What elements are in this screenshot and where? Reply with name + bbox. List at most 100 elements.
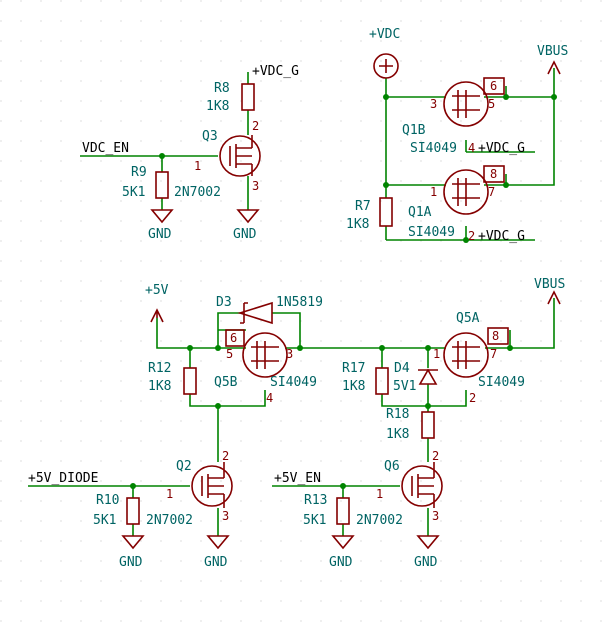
mosfet-q3[interactable] — [219, 135, 261, 177]
diode-d3[interactable] — [237, 301, 273, 325]
gnd-r13-symbol — [331, 535, 355, 550]
resistor-r13[interactable] — [336, 497, 350, 525]
wire-d3-cathode — [272, 312, 301, 348]
junction-dot — [383, 94, 389, 100]
pin-q5b-3: 3 — [286, 347, 293, 361]
val-r18: 1K8 — [386, 427, 409, 442]
resistor-r7[interactable] — [379, 197, 393, 227]
mosfet-q5b[interactable] — [242, 332, 288, 378]
pin-q1a-7: 7 — [488, 185, 495, 199]
val-q6: 2N7002 — [356, 513, 403, 528]
wire-r17-bot — [381, 390, 467, 407]
ref-r10: R10 — [96, 493, 119, 508]
resistor-r12[interactable] — [183, 367, 197, 395]
junction-dot — [507, 345, 513, 351]
junction-dot — [215, 403, 221, 409]
net-label-vdc-g-q1a: +VDC_G — [478, 229, 525, 244]
ref-r12: R12 — [148, 361, 171, 376]
vbus-top-arrow — [547, 60, 561, 75]
val-q5a: SI4049 — [478, 375, 525, 390]
ref-q5a: Q5A — [456, 311, 480, 326]
ref-r17: R17 — [342, 361, 365, 376]
pin-q5b-6: 6 — [230, 331, 237, 345]
power-label-vbus-bot: VBUS — [534, 277, 565, 292]
pin-q1a-8: 8 — [490, 167, 497, 181]
q6-internals — [411, 462, 435, 508]
junctions — [130, 94, 557, 489]
junction-dot — [463, 237, 469, 243]
gnd-q2-symbol — [206, 535, 230, 550]
pin-q1b-4: 4 — [468, 141, 475, 155]
pin-q5b-4: 4 — [266, 391, 273, 405]
mosfet-q2[interactable] — [191, 465, 233, 507]
power-label-gnd-q2: GND — [204, 555, 228, 570]
ref-d3: D3 — [216, 295, 232, 310]
pin-q1a-2: 2 — [468, 229, 475, 243]
val-d4: 5V1 — [393, 379, 416, 394]
component-labels: R8 1K8 R9 5K1 Q3 2N7002 Q1B SI4049 Q1A S… — [93, 81, 525, 528]
d3-bar — [240, 302, 248, 324]
resistor-r17[interactable] — [375, 367, 389, 395]
resistor-r10[interactable] — [126, 497, 140, 525]
val-r9: 5K1 — [122, 185, 145, 200]
val-r7: 1K8 — [346, 217, 369, 232]
junction-dot — [425, 345, 431, 351]
power-label-vdc: +VDC — [369, 27, 400, 42]
vdc-plus — [379, 59, 393, 73]
pin-q5b-5: 5 — [226, 347, 233, 361]
junction-dot — [340, 483, 346, 489]
ref-r18: R18 — [386, 407, 409, 422]
val-r10: 5K1 — [93, 513, 116, 528]
pin-q6-2: 2 — [432, 449, 439, 463]
ref-d4: D4 — [394, 361, 410, 376]
power-label-gnd-r10: GND — [119, 555, 143, 570]
pin-q2-1: 1 — [166, 487, 173, 501]
wire-r12-bot — [189, 390, 266, 407]
mosfet-q6[interactable] — [401, 465, 443, 507]
val-r12: 1K8 — [148, 379, 171, 394]
val-q1b: SI4049 — [410, 141, 457, 156]
junction-dot — [383, 182, 389, 188]
pin-q5a-1: 1 — [433, 347, 440, 361]
q1a-pin8-box — [483, 165, 505, 183]
junction-dot — [187, 345, 193, 351]
ref-q2: Q2 — [176, 459, 192, 474]
resistor-r8[interactable] — [241, 83, 255, 111]
ref-q3: Q3 — [202, 129, 218, 144]
junction-dot — [130, 483, 136, 489]
gnd-q6-symbol — [416, 535, 440, 550]
ref-r7: R7 — [355, 199, 371, 214]
net-label-vdc-g-r8: +VDC_G — [252, 64, 299, 79]
resistor-r9[interactable] — [155, 171, 169, 199]
net-label-5v-en: +5V_EN — [274, 471, 321, 486]
pin-q6-1: 1 — [376, 487, 383, 501]
wire-d3-anode — [217, 312, 240, 348]
pin-q1b-3: 3 — [430, 97, 437, 111]
power-label-5v: +5V — [145, 283, 169, 298]
gnd-q3-symbol — [236, 209, 260, 224]
val-d3: 1N5819 — [276, 295, 323, 310]
power-label-gnd-r13: GND — [329, 555, 353, 570]
ref-r13: R13 — [304, 493, 327, 508]
power-symbols — [121, 53, 561, 550]
ref-q1a: Q1A — [408, 205, 432, 220]
pin-q6-3: 3 — [432, 509, 439, 523]
junction-dot — [215, 345, 221, 351]
power-label-gnd-q3: GND — [233, 227, 257, 242]
pin-numbers: 1 2 3 3 4 5 6 1 2 7 8 3 4 5 6 1 2 7 8 1 … — [166, 79, 499, 523]
q2-internals — [201, 462, 225, 508]
mosfet-q1b[interactable] — [443, 81, 489, 127]
power-labels: +VDC VBUS VBUS +5V GND GND GND GND GND G… — [119, 27, 568, 570]
pin-q3-3: 3 — [252, 179, 259, 193]
junction-dot — [159, 153, 165, 159]
pin-q5a-7: 7 — [490, 347, 497, 361]
mosfet-q1a[interactable] — [443, 169, 489, 215]
q5b-pin6-box — [225, 329, 245, 347]
q5b-internals — [251, 341, 279, 369]
junction-dot — [503, 94, 509, 100]
diode-d4[interactable] — [418, 368, 438, 385]
resistor-r18[interactable] — [421, 411, 435, 439]
mosfet-q5a[interactable] — [443, 332, 489, 378]
